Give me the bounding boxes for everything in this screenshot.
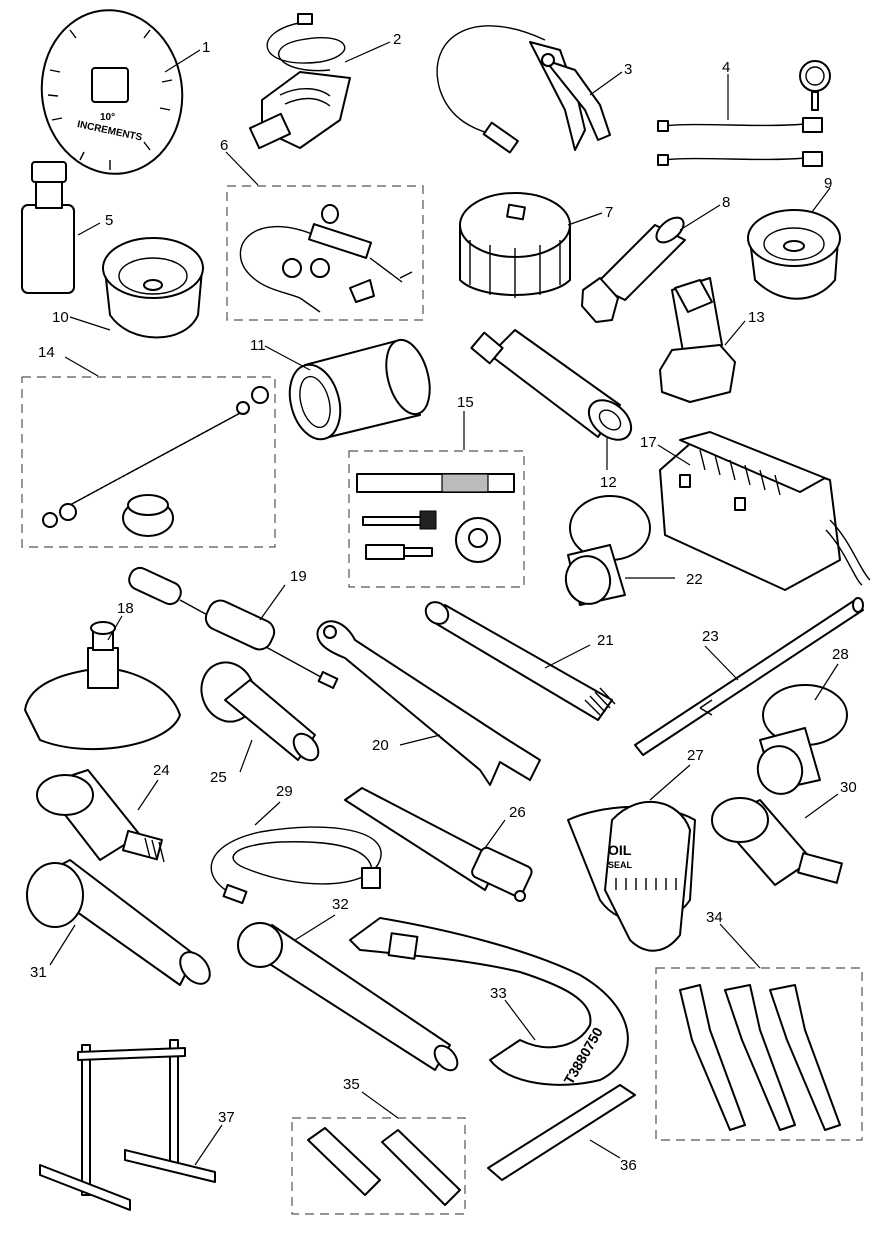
- callout-17: 17: [640, 434, 657, 451]
- threaded-adapter-24: [36, 769, 165, 863]
- cap-adapter-18: [24, 621, 181, 751]
- callout-8: 8: [722, 194, 730, 211]
- timing-disc-tool: 10° INCREMENTS: [40, 9, 184, 175]
- socket-driver-12: [470, 329, 633, 441]
- vacuum-pump-kit: [239, 204, 413, 313]
- threaded-adapter-25: [200, 661, 320, 762]
- callout-15: 15: [457, 394, 474, 411]
- callout-37: 37: [218, 1109, 235, 1126]
- group-box-6: [226, 185, 424, 321]
- callout-28: 28: [832, 646, 849, 663]
- callout-13: 13: [748, 309, 765, 326]
- long-bar-23: [634, 597, 864, 756]
- threaded-adapter-30: [711, 797, 843, 886]
- pin-tool-8: [581, 216, 686, 323]
- pressure-gauge-kit: [657, 60, 831, 167]
- callout-21: 21: [597, 632, 614, 649]
- callout-20: 20: [372, 737, 389, 754]
- pins-35: [307, 1127, 461, 1206]
- oil-seal-tool-27: OIL SEAL: [567, 801, 696, 952]
- callout-36: 36: [620, 1157, 637, 1174]
- hose-clamp-pliers: [436, 25, 611, 154]
- callout-2: 2: [393, 31, 401, 48]
- tool-set-15: [356, 473, 515, 563]
- callout-22: 22: [686, 571, 703, 588]
- stepped-drift-32: [237, 922, 459, 1072]
- leader-lines: [49, 41, 839, 1166]
- callout-10: 10: [52, 309, 69, 326]
- cup-adapter-10: [102, 237, 204, 339]
- callout-26: 26: [509, 804, 526, 821]
- callout-18: 18: [117, 600, 134, 617]
- callout-34: 34: [706, 909, 723, 926]
- group-box-14: [21, 376, 276, 548]
- threaded-rod-kit: [42, 386, 269, 537]
- hex-pin-tool-13: [659, 277, 736, 403]
- stepped-drift-31: [26, 859, 211, 986]
- flat-bar-36: [487, 1084, 636, 1181]
- sensor-cable-29: [210, 826, 382, 905]
- tyre-levers-34: [679, 984, 841, 1131]
- callout-30: 30: [840, 779, 857, 796]
- callout-4: 4: [722, 59, 730, 76]
- callout-33: 33: [490, 985, 507, 1002]
- diagnostic-interface-cable: [248, 13, 351, 150]
- group-box-15: [348, 450, 525, 588]
- slide-hammer-19: [128, 566, 339, 689]
- callout-32: 32: [332, 896, 349, 913]
- callout-7: 7: [605, 204, 613, 221]
- oil-seal-label-oil: OIL: [608, 842, 632, 858]
- callout-3: 3: [624, 61, 632, 78]
- adapter-22: [564, 495, 651, 606]
- callout-numbers: 1 2 3 4 5 6 7 8 9 10 11 12 13 14 15 17 2…: [30, 31, 857, 1174]
- callout-35: 35: [343, 1076, 360, 1093]
- callout-27: 27: [687, 747, 704, 764]
- sleeve-tool-11: [288, 338, 431, 441]
- cup-adapter-9: [747, 209, 841, 300]
- adapter-28: [756, 684, 848, 795]
- paddock-stand-37: [39, 1039, 216, 1211]
- callout-14: 14: [38, 344, 55, 361]
- puller-tool-5: [21, 161, 75, 294]
- callout-29: 29: [276, 783, 293, 800]
- callout-12: 12: [600, 474, 617, 491]
- c-spanner-33: T3880750: [349, 917, 629, 1087]
- callout-19: 19: [290, 568, 307, 585]
- callout-25: 25: [210, 769, 227, 786]
- diagnostic-module-17: [659, 431, 871, 591]
- threaded-shaft-21: [424, 601, 616, 721]
- callout-31: 31: [30, 964, 47, 981]
- callout-11: 11: [250, 337, 266, 354]
- callout-6: 6: [220, 137, 228, 154]
- callout-24: 24: [153, 762, 170, 779]
- callout-1: 1: [202, 39, 210, 56]
- spanner-20: [316, 620, 541, 786]
- oil-filter-wrench: [459, 192, 571, 298]
- disc-increment-label: 10°: [100, 112, 115, 123]
- shaft-tool-26: [344, 787, 533, 902]
- callout-9: 9: [824, 175, 832, 192]
- group-box-34: [655, 967, 863, 1141]
- oil-seal-label-seal: SEAL: [608, 860, 633, 870]
- callout-23: 23: [702, 628, 719, 645]
- callout-5: 5: [105, 212, 113, 229]
